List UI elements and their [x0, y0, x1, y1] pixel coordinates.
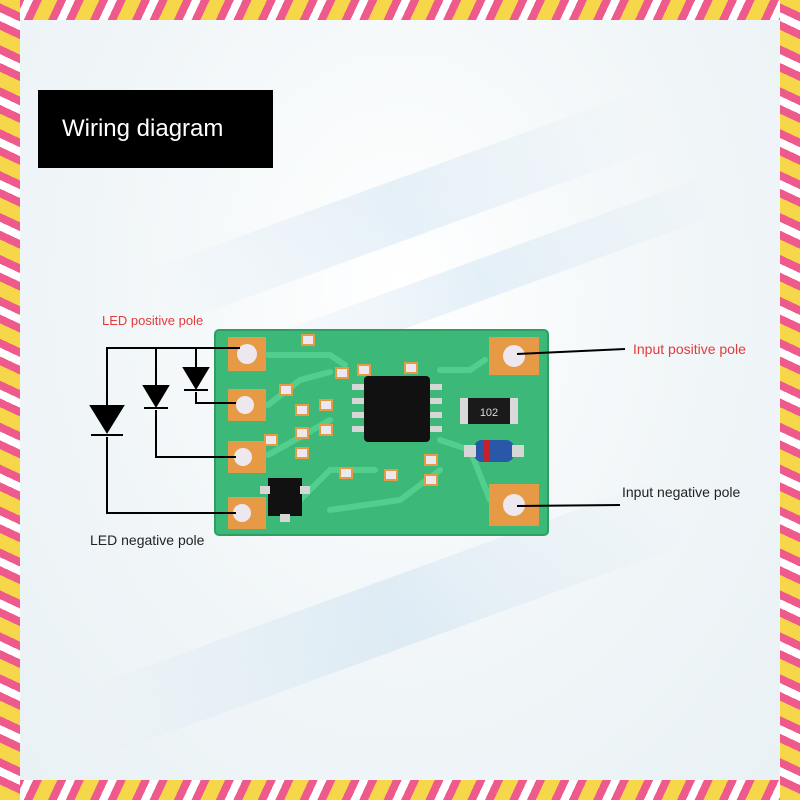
board-diode — [464, 440, 524, 462]
led-pad-3 — [228, 441, 266, 473]
smd-pads — [264, 334, 438, 486]
led-wiring — [106, 347, 626, 514]
led-symbols — [89, 367, 210, 436]
resistor-102: 102 — [460, 398, 518, 424]
decorative-border-left — [0, 0, 20, 800]
ic-chip — [352, 376, 442, 442]
decorative-border-bottom — [0, 780, 800, 800]
led-pad-2 — [228, 389, 266, 421]
input-negative-label: Input negative pole — [622, 484, 741, 500]
led-positive-label: LED positive pole — [102, 313, 204, 328]
svg-text:102: 102 — [480, 407, 498, 419]
input-positive-pad — [489, 337, 539, 375]
decorative-border-right — [780, 0, 800, 800]
led-pad-1 — [228, 337, 266, 371]
input-positive-label: Input positive pole — [633, 341, 746, 357]
led-symbol-3 — [89, 405, 125, 434]
transistor — [260, 478, 310, 522]
decorative-border-top — [0, 0, 800, 20]
page-title: Wiring diagram — [38, 90, 273, 168]
led-negative-label: LED negative pole — [90, 532, 205, 548]
led-symbol-1 — [182, 367, 210, 390]
led-symbol-2 — [142, 385, 170, 408]
